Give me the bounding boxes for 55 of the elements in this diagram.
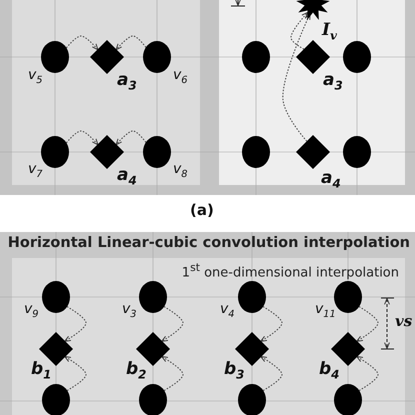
dotted-arrow bbox=[260, 306, 282, 342]
dotted-arrow bbox=[356, 306, 378, 342]
diamond-node bbox=[296, 40, 330, 74]
node-label: b$_{4}$ bbox=[319, 361, 340, 382]
dotted-arrow bbox=[116, 130, 146, 146]
diamond-node bbox=[90, 40, 124, 74]
dotted-arrow bbox=[260, 356, 282, 391]
dotted-arrow bbox=[282, 13, 311, 142]
dotted-arrow bbox=[64, 356, 86, 391]
node-label: a$_{4}$ bbox=[321, 170, 341, 190]
circle-node bbox=[343, 41, 371, 73]
dotted-arrow bbox=[64, 306, 86, 342]
node-label: v$_{7}$ bbox=[28, 162, 43, 180]
diamond-node bbox=[235, 332, 269, 366]
node-label: a$_{3}$ bbox=[323, 72, 343, 92]
dotted-arrow bbox=[356, 356, 378, 391]
diamond-node bbox=[90, 135, 124, 169]
node-label: v$_{6}$ bbox=[173, 68, 188, 86]
node-label: v$_{4}$ bbox=[220, 302, 235, 320]
node-label: a$_{3}$ bbox=[117, 72, 137, 92]
circle-node bbox=[41, 136, 69, 168]
dotted-arrow bbox=[290, 12, 308, 50]
node-label: v$_{11}$ bbox=[315, 302, 336, 320]
dotted-arrow bbox=[66, 36, 98, 50]
node-label: v$_{3}$ bbox=[122, 302, 137, 320]
circle-node bbox=[143, 41, 171, 73]
panel-caption: (a) bbox=[190, 203, 214, 218]
node-label: a$_{4}$ bbox=[117, 167, 137, 188]
node-label: b$_{1}$ bbox=[31, 361, 52, 382]
diamond-node bbox=[331, 332, 365, 366]
panel bbox=[0, 232, 415, 415]
dotted-arrow bbox=[161, 356, 184, 391]
node-label: b$_{2}$ bbox=[126, 361, 146, 382]
dimension-label: vs bbox=[395, 314, 412, 329]
dotted-arrow bbox=[116, 36, 146, 50]
circle-node bbox=[42, 281, 70, 313]
dotted-arrow bbox=[66, 130, 98, 146]
dotted-arrow bbox=[161, 306, 184, 342]
circle-node bbox=[334, 281, 362, 313]
node-label: v$_{8}$ bbox=[173, 162, 188, 180]
node-label: v$_{5}$ bbox=[28, 68, 43, 86]
panel-title: Horizontal Linear-cubic convolution interpolation bbox=[8, 235, 410, 251]
circle-node bbox=[41, 41, 69, 73]
circle-node bbox=[343, 136, 371, 168]
node-label: I$_{v}$ bbox=[322, 22, 337, 42]
circle-node bbox=[242, 41, 270, 73]
diamond-node bbox=[136, 332, 170, 366]
node-label: v$_{9}$ bbox=[24, 302, 39, 320]
circle-node bbox=[143, 136, 171, 168]
diamond-node bbox=[296, 135, 330, 169]
circle-node bbox=[238, 281, 266, 313]
panel-subtitle: 1$^{st}$ one-dimensional interpolation bbox=[182, 261, 399, 280]
node-label: b$_{3}$ bbox=[224, 361, 244, 382]
circle-node bbox=[242, 136, 270, 168]
circle-node bbox=[139, 281, 167, 313]
